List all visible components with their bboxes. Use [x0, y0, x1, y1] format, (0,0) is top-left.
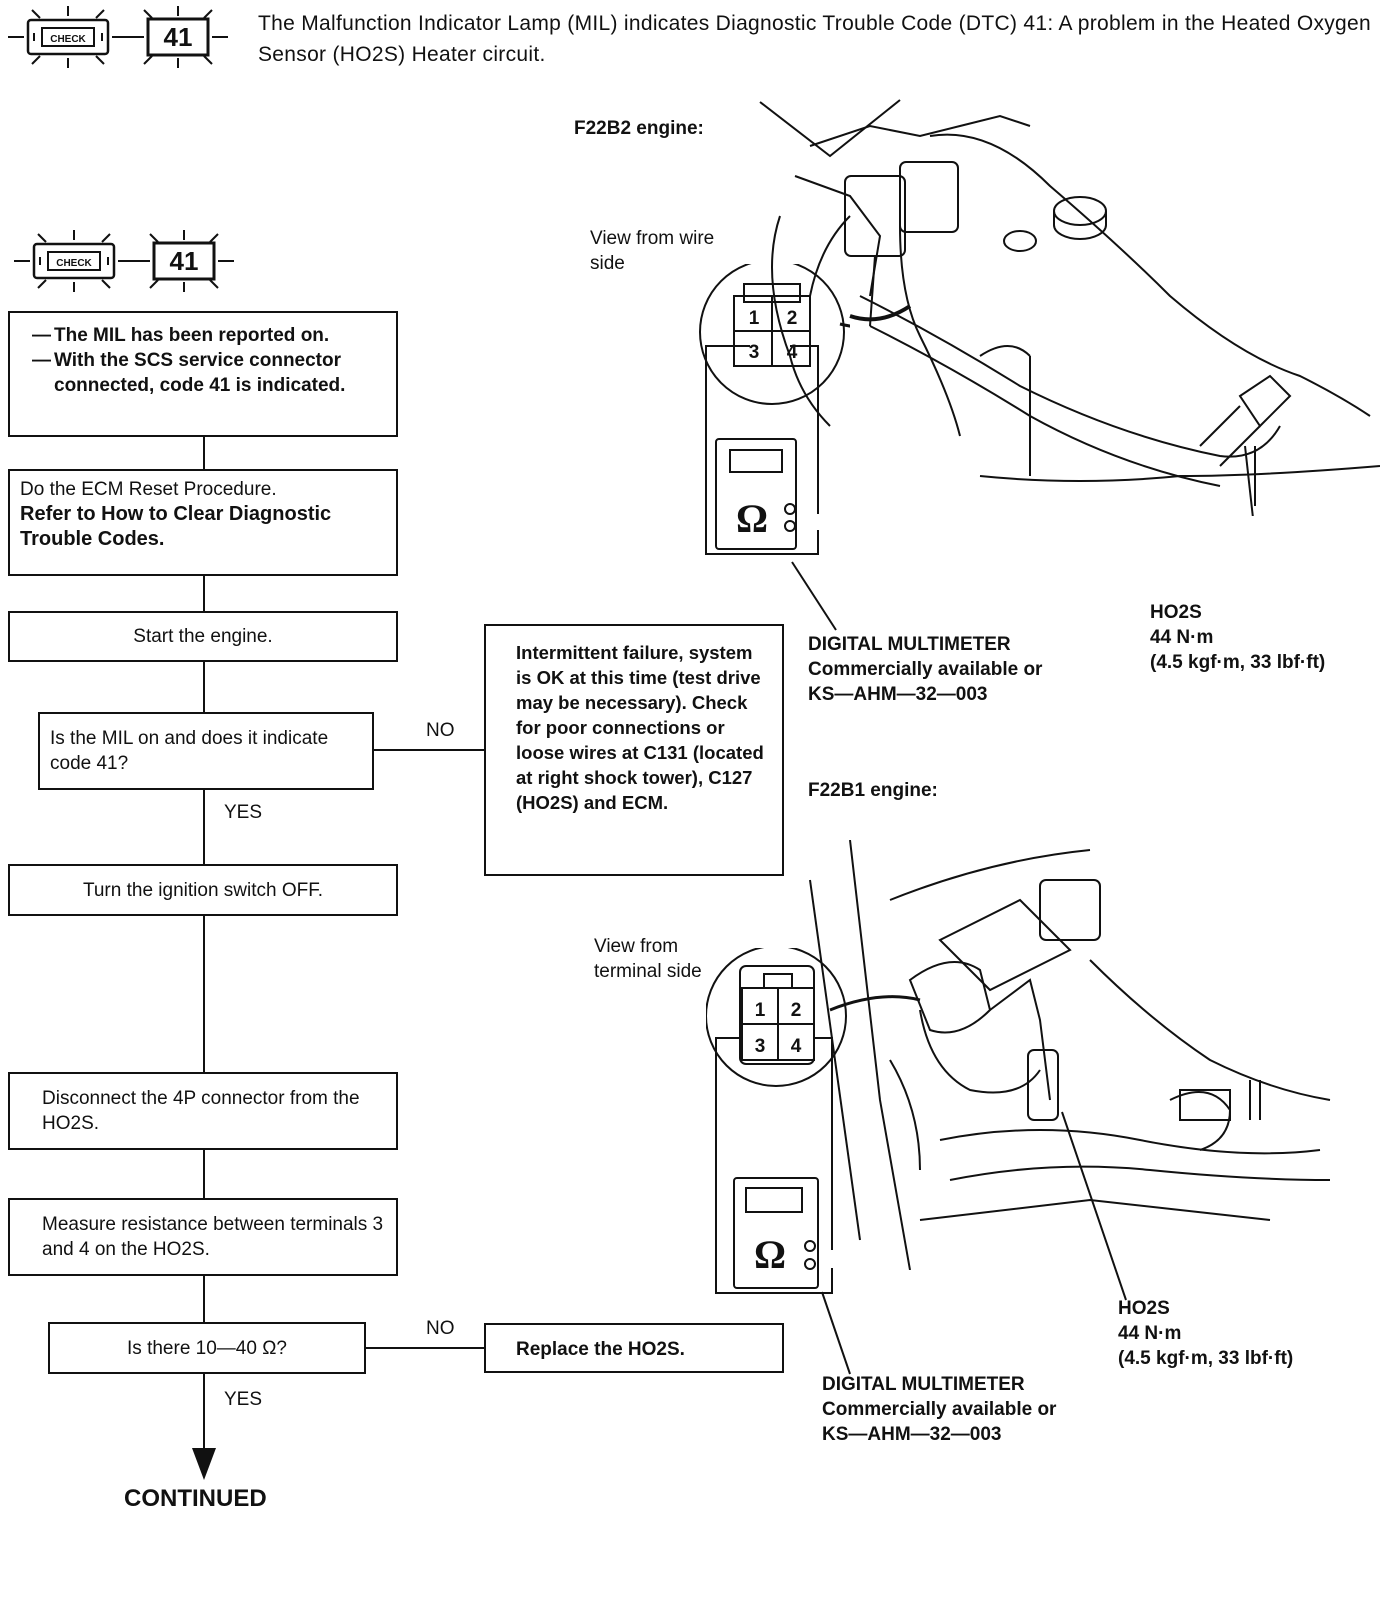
engine-illustration-top	[759, 99, 1380, 516]
yes-label: YES	[224, 802, 263, 823]
mil-code-badge-flow: CHECK 41	[14, 230, 234, 292]
pin-label: 3	[755, 1036, 766, 1057]
sensor-callout-top: HO2S 44 N·m (4.5 kgf·m, 33 lbf·ft)	[1150, 600, 1325, 675]
mil-question-box: Is the MIL on and does it indicate code …	[38, 712, 374, 790]
condition-item: With the SCS service connector connected…	[18, 348, 388, 398]
page-description: The Malfunction Indicator Lamp (MIL) ind…	[258, 12, 1371, 66]
multimeter-part-number: KS—AHM—32—003	[808, 684, 988, 705]
sensor-callout-bottom: HO2S 44 N·m (4.5 kgf·m, 33 lbf·ft)	[1118, 1296, 1293, 1371]
connector-diagram-bottom: 1 2 3 4 Ω	[706, 948, 847, 1294]
view-label-terminal-side: View from terminal side	[594, 936, 702, 982]
measure-box: Measure resistance between terminals 3 a…	[8, 1198, 398, 1276]
ecm-reset-line2: Refer to How to Clear Diagnostic Trouble…	[20, 503, 332, 550]
yes-label: YES	[224, 1389, 263, 1410]
code-number: 41	[170, 246, 199, 276]
no-label: NO	[426, 720, 455, 741]
replace-box: Replace the HO2S.	[484, 1323, 784, 1373]
ohm-icon: Ω	[736, 496, 768, 541]
pin-label: 2	[791, 1000, 802, 1021]
sensor-torque-nm: 44 N·m	[1118, 1323, 1182, 1344]
view-label-wire-side: View from wire side	[590, 228, 715, 274]
resistance-question-box: Is there 10—40 Ω?	[48, 1322, 366, 1374]
mil-code-badge-header: CHECK 41	[8, 6, 228, 68]
condition-item: The MIL has been reported on.	[18, 323, 388, 348]
ohm-icon: Ω	[754, 1232, 786, 1277]
sensor-pointer-bottom	[1061, 1111, 1127, 1301]
multimeter-availability: Commercially available or	[808, 659, 1043, 680]
check-engine-icon: CHECK	[50, 34, 86, 45]
intermittent-box: Intermittent failure, system is OK at th…	[484, 624, 784, 876]
multimeter-availability: Commercially available or	[822, 1399, 1057, 1420]
engine-label-f22b1: F22B1 engine:	[808, 780, 938, 801]
code-number: 41	[164, 22, 193, 52]
multimeter-pointer-top	[791, 561, 837, 631]
sensor-torque-nm: 44 N·m	[1150, 627, 1214, 648]
multimeter-callout-bottom: DIGITAL MULTIMETER Commercially availabl…	[822, 1372, 1056, 1447]
multimeter-title: DIGITAL MULTIMETER	[808, 634, 1011, 655]
start-engine-box: Start the engine.	[8, 611, 398, 662]
no-label: NO	[426, 1318, 455, 1339]
engine-illustration-bottom	[809, 840, 1331, 1270]
pin-label: 1	[749, 308, 760, 329]
connector-diagram-top: 1 2 3 4 Ω	[699, 264, 850, 555]
pin-label: 4	[791, 1036, 802, 1057]
sensor-name: HO2S	[1150, 602, 1202, 623]
pin-label: 1	[755, 1000, 766, 1021]
down-arrow-icon	[192, 1448, 216, 1480]
sensor-torque-kgf: (4.5 kgf·m, 33 lbf·ft)	[1118, 1348, 1294, 1369]
multimeter-callout-top: DIGITAL MULTIMETER Commercially availabl…	[808, 632, 1042, 707]
ecm-reset-line1: Do the ECM Reset Procedure.	[20, 479, 277, 500]
pin-label: 4	[787, 342, 798, 363]
multimeter-title: DIGITAL MULTIMETER	[822, 1374, 1025, 1395]
multimeter-part-number: KS—AHM—32—003	[822, 1424, 1002, 1445]
engine-label-f22b2: F22B2 engine:	[574, 118, 704, 139]
disconnect-box: Disconnect the 4P connector from the HO2…	[8, 1072, 398, 1150]
pin-label: 2	[787, 308, 798, 329]
check-engine-icon: CHECK	[56, 258, 92, 269]
continued-label: CONTINUED	[124, 1485, 267, 1512]
ecm-reset-box: Do the ECM Reset Procedure. Refer to How…	[8, 469, 398, 576]
sensor-name: HO2S	[1118, 1298, 1170, 1319]
condition-box: The MIL has been reported on. With the S…	[8, 311, 398, 437]
pin-label: 3	[749, 342, 760, 363]
sensor-torque-kgf: (4.5 kgf·m, 33 lbf·ft)	[1150, 652, 1326, 673]
ignition-off-box: Turn the ignition switch OFF.	[8, 864, 398, 916]
multimeter-pointer-bottom	[821, 1291, 851, 1375]
